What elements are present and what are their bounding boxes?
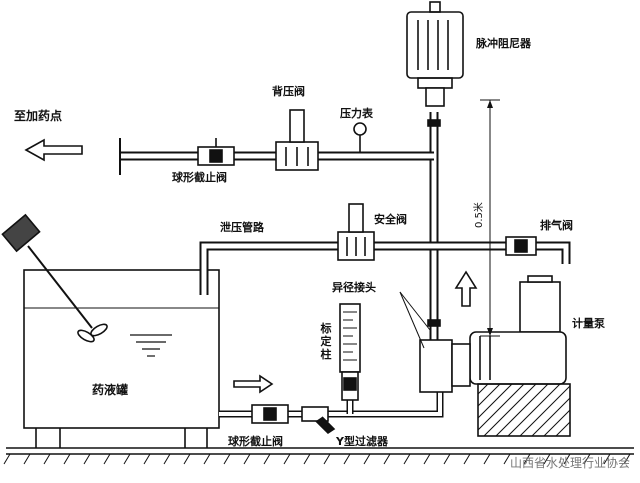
reducer-joint-label: 异径接头 — [332, 281, 376, 294]
pressure-gauge — [353, 122, 367, 152]
back-pressure-valve — [275, 109, 319, 171]
vent-valve — [505, 236, 537, 256]
pressure-gauge-label: 压力表 — [340, 107, 373, 120]
mixer — [1, 213, 108, 343]
globe-valve-bottom — [251, 404, 289, 424]
y-filter-label: Y型过滤器 — [336, 435, 388, 448]
pulse-damper-label: 脉冲阻尼器 — [476, 37, 531, 50]
dimension-line — [480, 99, 500, 337]
flow-arrow-left — [24, 138, 83, 162]
relief-pipe-label: 泄压管路 — [220, 221, 264, 234]
globe-valve-top-label: 球形截止阀 — [172, 171, 227, 184]
globe-valve-top — [197, 138, 235, 166]
flow-arrow-right — [233, 374, 274, 394]
chemical-tank — [23, 269, 220, 448]
watermark: 山西省水处理行业协会 — [509, 456, 630, 470]
distance-label: 0.5米 — [474, 202, 485, 228]
globe-valve-bottom-label: 球形截止阀 — [228, 435, 283, 448]
chemical-tank-label: 药液罐 — [92, 383, 129, 397]
back-pressure-valve-label: 背压阀 — [272, 85, 305, 98]
y-filter — [301, 406, 336, 435]
ground-hatching — [3, 447, 634, 465]
pulse-damper — [406, 1, 464, 107]
safety-valve — [337, 203, 375, 261]
safety-valve-label: 安全阀 — [374, 213, 407, 226]
to-dosing-point-label: 至加药点 — [14, 109, 63, 123]
flow-arrow-up — [454, 270, 478, 307]
vent-valve-label: 排气阀 — [540, 219, 573, 232]
metering-pump — [419, 275, 571, 437]
metering-pump-label: 计量泵 — [572, 317, 605, 330]
calibration-column-label: 标定柱 — [320, 322, 332, 361]
calibration-column — [339, 303, 361, 401]
